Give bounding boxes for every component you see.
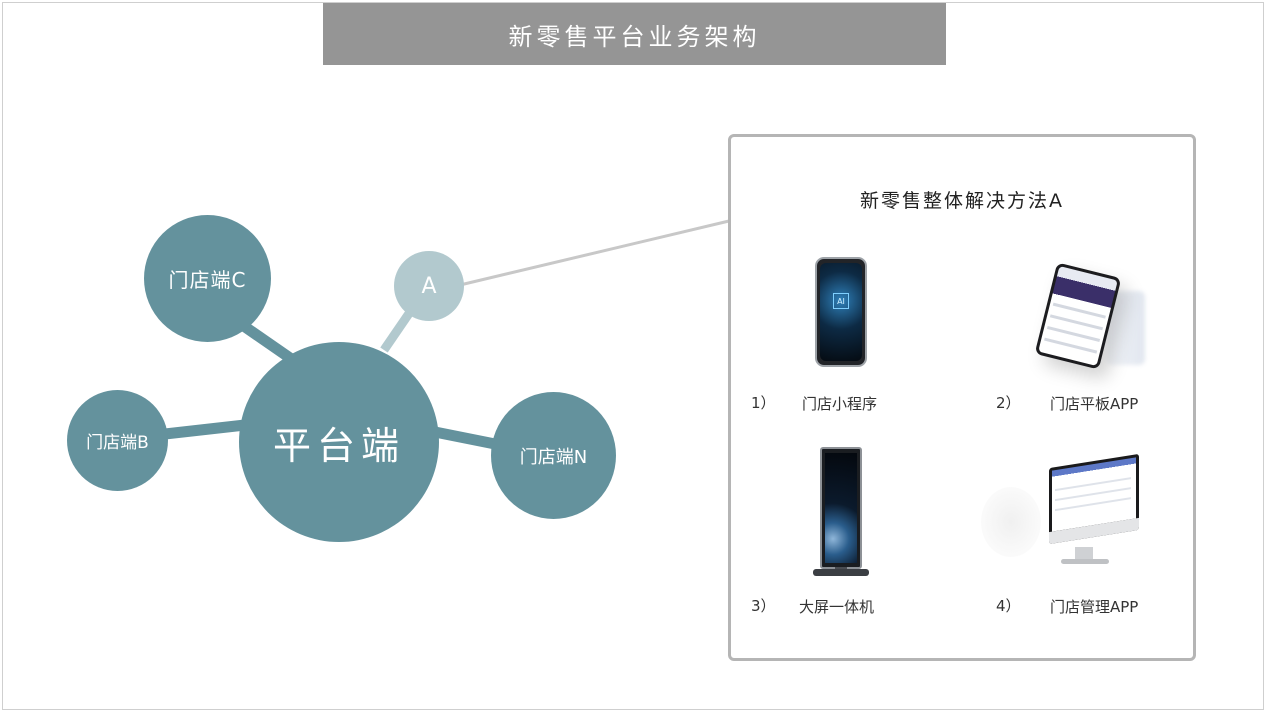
node-store-b: 门店端B (67, 390, 168, 491)
slide-title: 新零售平台业务架构 (323, 3, 946, 65)
link-platform-b (164, 419, 246, 440)
node-a: A (394, 251, 464, 321)
monitor-base (1061, 559, 1109, 564)
item-number-4: 4） (996, 597, 1021, 615)
kiosk-base (813, 569, 869, 576)
link-platform-n (433, 426, 497, 450)
node-store-n: 门店端N (491, 392, 616, 519)
item-label-1: 门店小程序 (802, 395, 878, 413)
link-platform-a (380, 309, 414, 353)
ai-chip-label: AI (833, 293, 849, 309)
item-label-3: 大屏一体机 (799, 598, 875, 616)
solution-panel: 新零售整体解决方法A AI 1） 门店小程序 2） 门店平板APP 3） 大屏一… (728, 134, 1196, 661)
item-label-4: 门店管理APP (1050, 598, 1139, 616)
monitor-stand (1075, 547, 1093, 561)
item-number-3: 3） (751, 597, 776, 615)
link-a-panel (459, 219, 730, 287)
item-number-1: 1） (751, 394, 776, 412)
panel-title: 新零售整体解决方法A (860, 190, 1064, 212)
monitor-shadow (981, 487, 1041, 557)
kiosk-display-icon (820, 447, 862, 569)
item-label-2: 门店平板APP (1050, 395, 1139, 413)
node-store-c: 门店端C (144, 215, 271, 342)
desktop-monitor-icon (1049, 453, 1139, 545)
node-platform: 平台端 (239, 342, 439, 542)
smartphone-icon: AI (815, 257, 867, 367)
item-number-2: 2） (996, 394, 1021, 412)
